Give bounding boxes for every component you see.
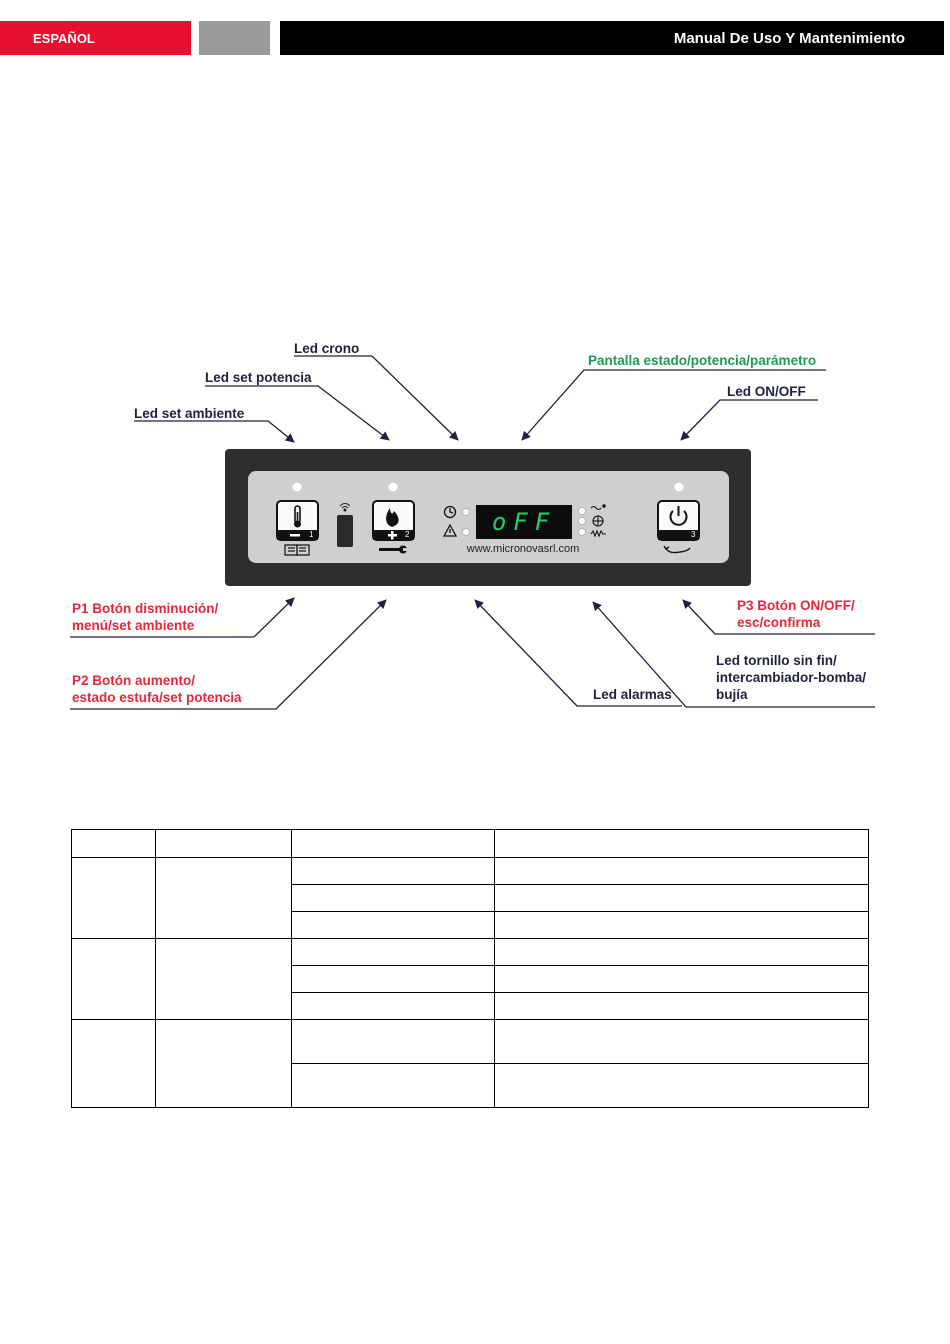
label-p1-line2: menú/set ambiente	[72, 618, 195, 633]
table-cell	[494, 1063, 869, 1108]
table-header-cell	[71, 829, 156, 858]
table-cell	[291, 911, 495, 939]
button2-number: 2	[405, 530, 410, 539]
leader-p1	[70, 597, 295, 638]
table-cell	[494, 911, 869, 939]
led-set-potencia	[388, 482, 398, 492]
leader-led-set-ambiente	[134, 420, 295, 443]
wifi-icon	[339, 503, 351, 512]
label-led-alarmas: Led alarmas	[593, 687, 672, 702]
table-row	[72, 911, 869, 939]
table-row	[72, 992, 869, 1020]
cycle-icon	[663, 545, 691, 554]
label-led-tornillo-line1: Led tornillo sin fin/	[716, 653, 837, 668]
thermometer-icon	[294, 505, 301, 528]
led-fan	[578, 517, 586, 525]
manual-title: Manual De Uso Y Mantenimiento	[280, 21, 944, 55]
table-cell	[291, 992, 495, 1020]
leader-led-set-potencia	[205, 385, 390, 441]
label-p1-line1: P1 Botón disminución/	[72, 601, 219, 616]
table-cell	[71, 938, 156, 1020]
label-p3-line2: esc/confirma	[737, 615, 821, 630]
leader-led-tornillo	[592, 601, 875, 708]
table-cell	[291, 1019, 495, 1064]
label-led-set-ambiente: Led set ambiente	[134, 406, 245, 421]
leader-led-on-off	[680, 399, 818, 441]
label-led-tornillo-line2: intercambiador-bomba/	[716, 670, 867, 685]
led-alarmas	[462, 528, 470, 536]
table-row	[71, 857, 869, 939]
leader-lines-bottom	[70, 597, 875, 710]
table-cell	[291, 1063, 495, 1108]
leader-led-alarmas	[474, 599, 682, 707]
leader-p3	[682, 599, 875, 635]
table-header-cell	[494, 829, 869, 858]
auger-icon	[590, 504, 606, 511]
fan-icon	[592, 515, 604, 527]
label-p2-line2: estado estufa/set potencia	[72, 690, 242, 705]
label-led-crono: Led crono	[294, 341, 360, 356]
button1-number: 1	[309, 530, 314, 539]
language-tab: ESPAÑOL	[0, 21, 191, 55]
flame-icon	[386, 508, 399, 527]
table-row	[72, 884, 869, 912]
table-cell	[291, 938, 495, 966]
table-header-cell	[155, 829, 292, 858]
display-screen	[476, 505, 572, 539]
wrench-icon	[379, 545, 408, 554]
table-cell	[494, 857, 869, 885]
led-set-ambiente	[292, 482, 302, 492]
leader-p2	[70, 599, 387, 710]
website-label: www.micronovasrl.com	[466, 543, 580, 555]
clock-icon	[443, 505, 457, 519]
table-cell	[71, 1019, 156, 1108]
table-cell	[71, 857, 156, 939]
table-cell	[494, 992, 869, 1020]
function-table	[71, 829, 869, 1108]
button-p1[interactable]	[276, 500, 319, 556]
table-row	[71, 938, 869, 1020]
led-auger	[578, 507, 586, 515]
power-icon	[669, 506, 688, 526]
table-row	[71, 1019, 869, 1108]
table-cell	[291, 965, 495, 993]
label-p3-line1: P3 Botón ON/OFF/	[737, 598, 855, 613]
usb-slot	[337, 515, 353, 547]
header-gray-block	[199, 21, 270, 55]
label-pantalla: Pantalla estado/potencia/parámetro	[588, 353, 817, 368]
label-p2-line1: P2 Botón aumento/	[72, 673, 196, 688]
led-on-off	[674, 482, 684, 492]
button-p3[interactable]	[657, 500, 700, 554]
label-led-set-potencia: Led set potencia	[205, 370, 312, 385]
table-cell	[494, 965, 869, 993]
led-crono	[462, 508, 470, 516]
table-cell	[494, 884, 869, 912]
button-p2[interactable]	[372, 500, 415, 554]
label-led-tornillo-line3: bujía	[716, 687, 748, 702]
table-cell	[155, 938, 292, 1020]
table-header-cell	[291, 829, 495, 858]
led-igniter	[578, 528, 586, 536]
table-row	[72, 1063, 869, 1108]
leader-led-crono	[294, 355, 459, 441]
leader-lines-top	[134, 355, 826, 443]
book-icon	[284, 544, 310, 556]
table-cell	[291, 884, 495, 912]
table-cell	[155, 1019, 292, 1108]
warning-icon	[442, 523, 458, 537]
igniter-icon	[590, 529, 606, 538]
table-cell	[155, 857, 292, 939]
button3-number: 3	[691, 530, 696, 539]
table-cell	[494, 938, 869, 966]
display-readout: oFF	[491, 508, 557, 536]
leader-pantalla	[521, 369, 826, 441]
table-header-row	[71, 829, 869, 858]
table-cell	[494, 1019, 869, 1064]
label-led-on-off: Led ON/OFF	[727, 384, 806, 399]
table-cell	[291, 857, 495, 885]
